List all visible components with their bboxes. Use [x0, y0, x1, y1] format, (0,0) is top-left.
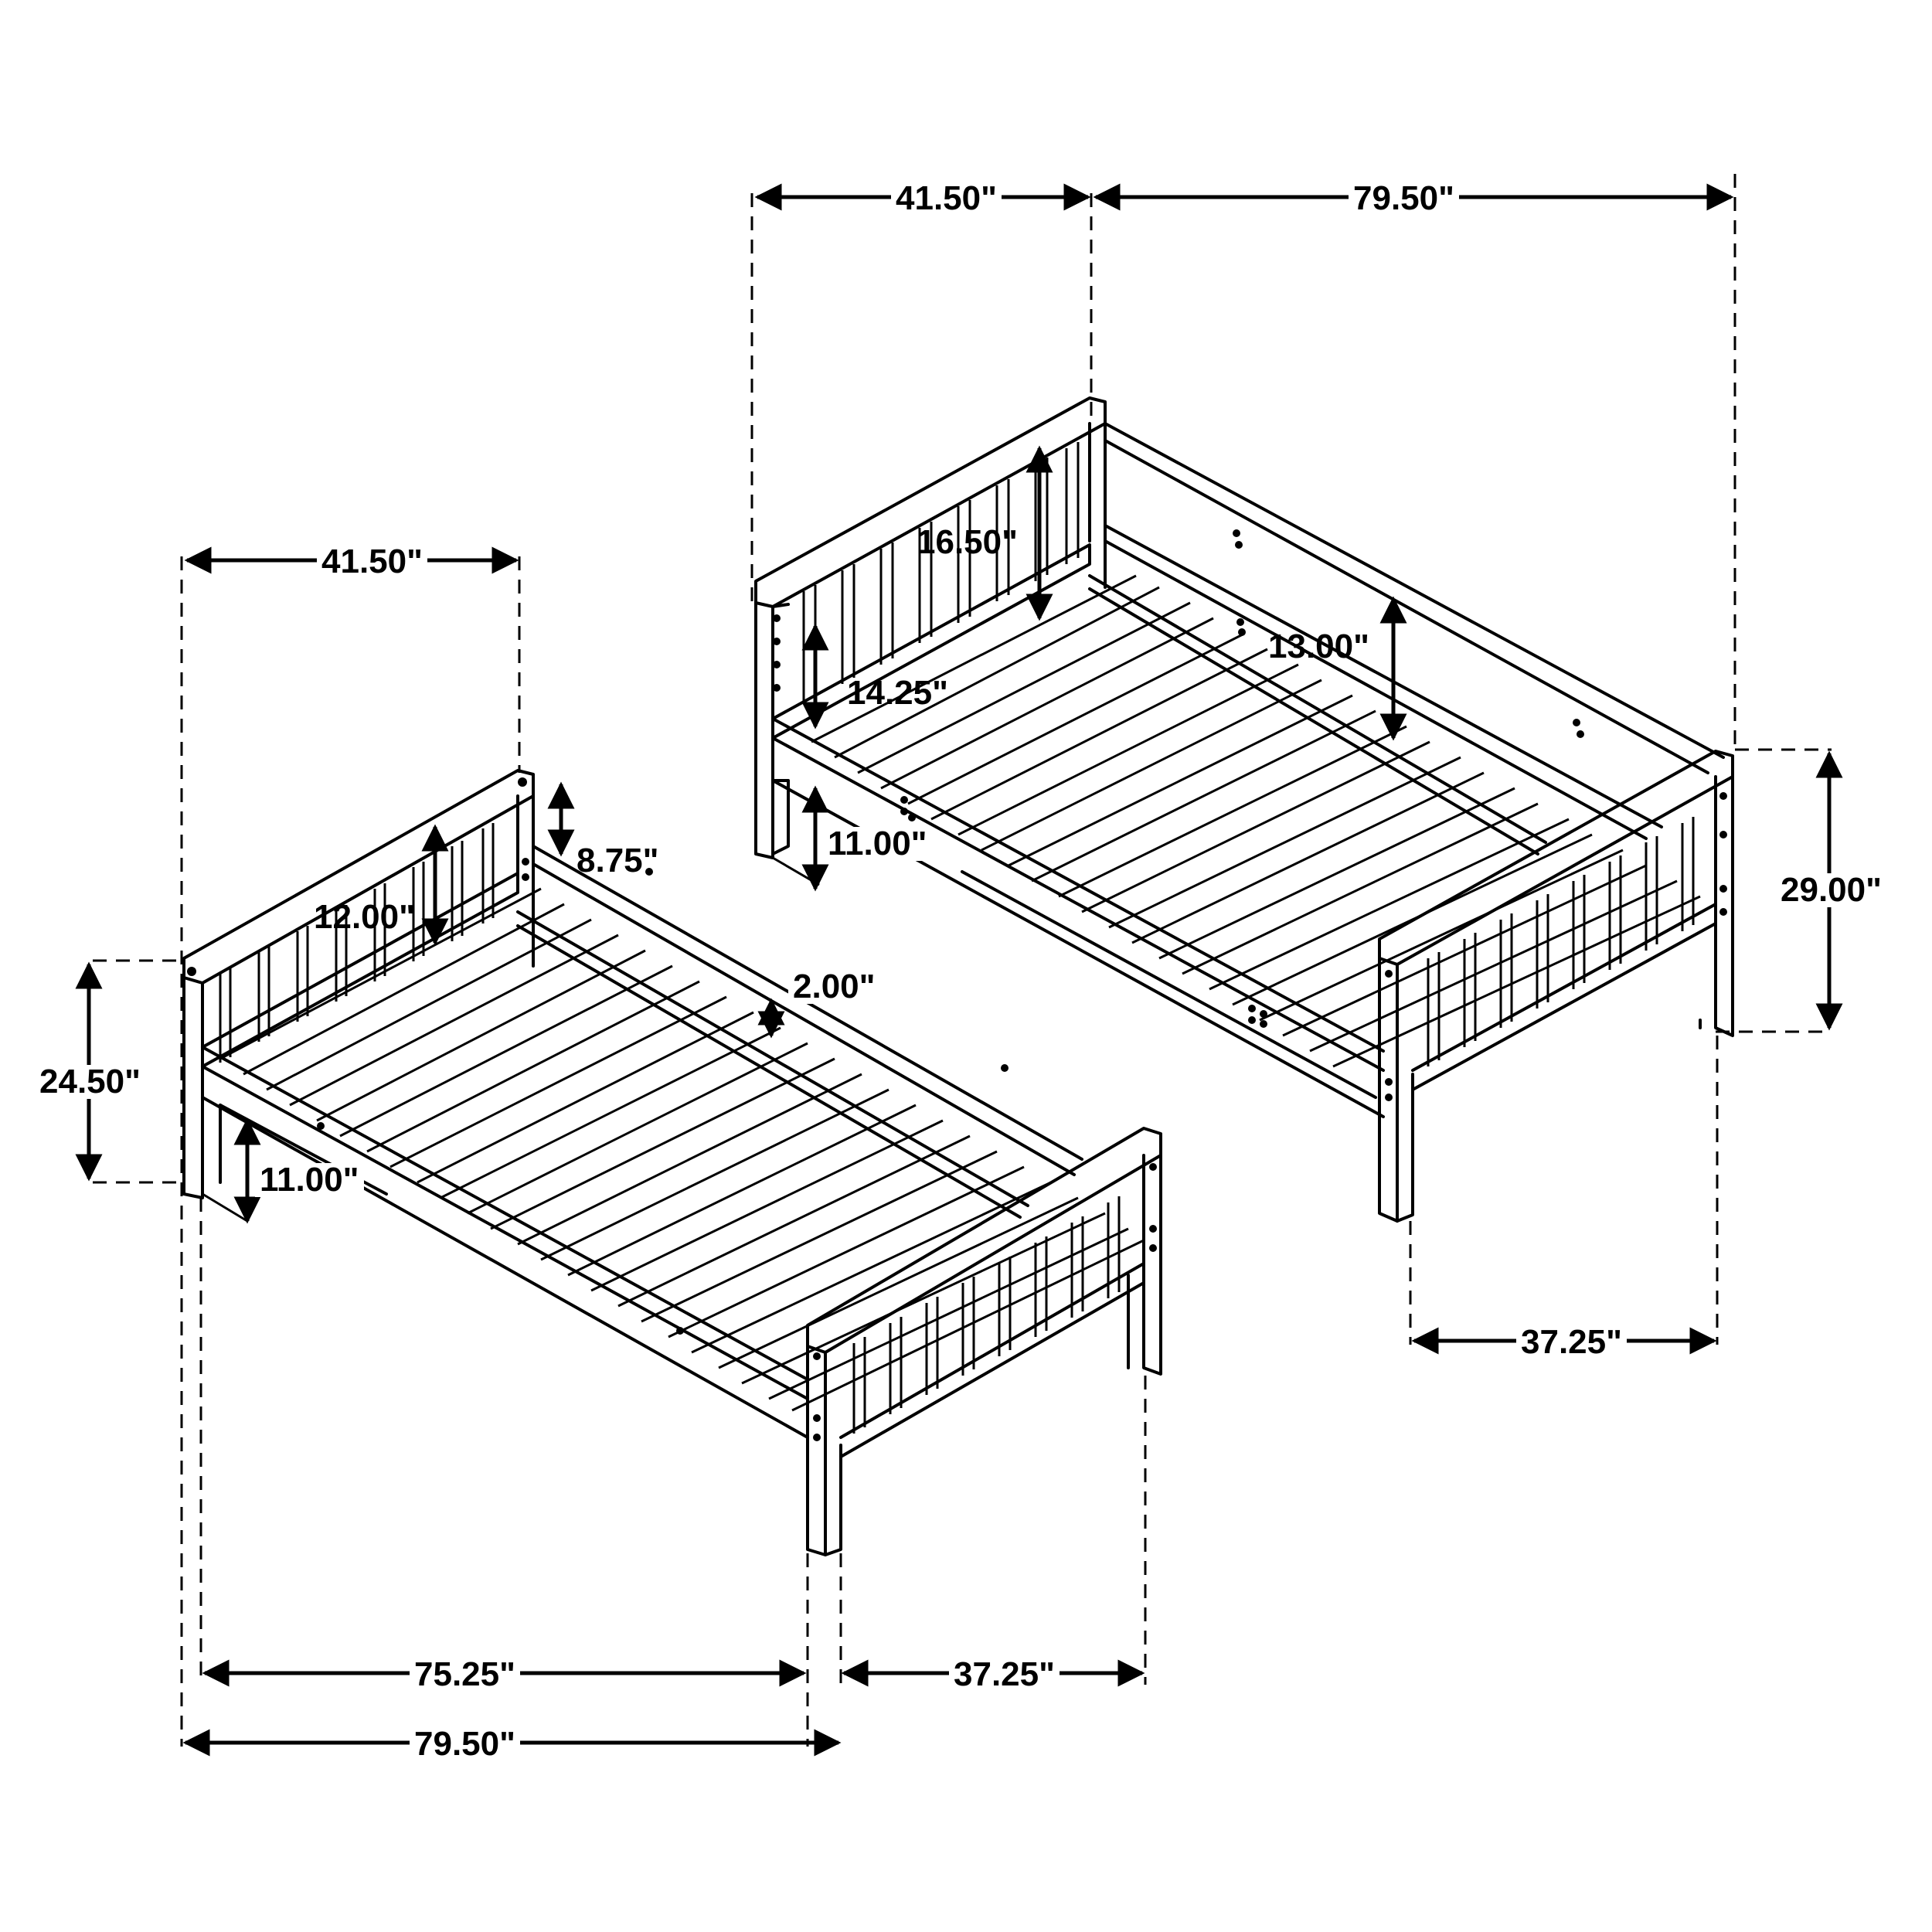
- lower-slats: [219, 887, 1145, 1412]
- lower-footboard: [806, 1127, 1162, 1556]
- upper-overall-height-label: 29.00": [1776, 873, 1886, 907]
- upper-footboard-width-label: 37.25": [1516, 1325, 1627, 1359]
- upper-leg-clearance-label: 11.00": [823, 827, 932, 861]
- upper-headboard: [754, 396, 1107, 859]
- lower-bed-frame: [182, 769, 1162, 1556]
- lower-headboard: [182, 769, 535, 1199]
- lower-headboard-height-label: 12.00": [314, 898, 415, 936]
- upper-footboard: [1378, 750, 1734, 1223]
- upper-width-label: 41.50": [891, 182, 1002, 216]
- lower-footboard-width-label: 37.25": [949, 1658, 1060, 1692]
- lower-post-extension-label: 8.75": [577, 842, 659, 879]
- lower-slat-depth-label: 2.00": [788, 970, 880, 1004]
- upper-dimension-lines: [750, 174, 1843, 1355]
- upper-bed-frame: [754, 396, 1734, 1223]
- upper-length-label: 79.50": [1349, 182, 1459, 216]
- lower-inner-length-label: 75.25": [410, 1658, 520, 1692]
- lower-overall-length-label: 79.50": [410, 1727, 520, 1761]
- upper-headboard-height-label: 16.50": [917, 523, 1018, 561]
- upper-slats: [811, 574, 1701, 1068]
- lower-overall-height-label: 24.50": [35, 1065, 145, 1099]
- upper-guard-rail-label: 13.00": [1268, 628, 1369, 665]
- lower-leg-clearance-label: 11.00": [255, 1163, 364, 1197]
- upper-rail-height-label: 14.25": [847, 674, 948, 712]
- lower-width-label: 41.50": [317, 545, 427, 579]
